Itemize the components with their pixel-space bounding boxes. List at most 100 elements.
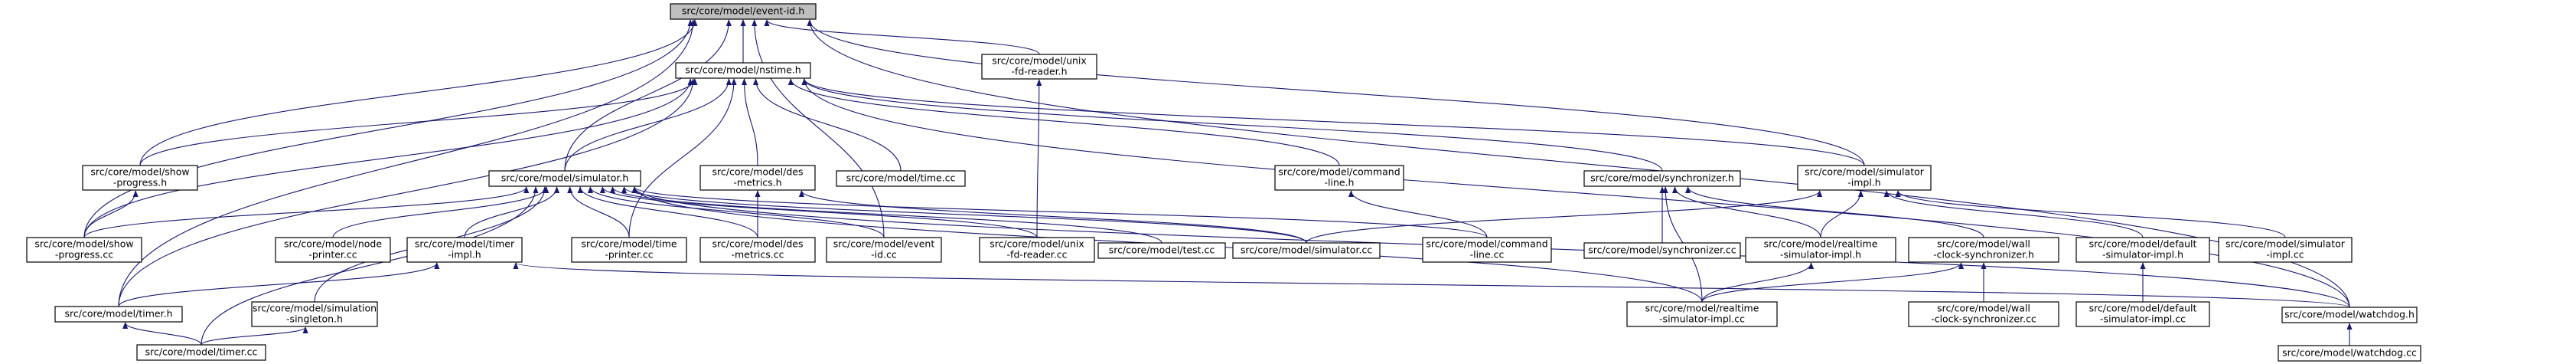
- node-simulator-impl-h[interactable]: src/core/model/simulator-impl.h: [1797, 165, 1932, 191]
- node-label: -fd-reader.cc: [1007, 249, 1068, 261]
- node-box: [136, 344, 266, 361]
- edge-event_id_cc-to-event_id_h: [752, 19, 885, 238]
- edge-simulator_cc-to-des_metrics_h: [798, 190, 1307, 244]
- node-box: [1274, 165, 1404, 191]
- node-realtime-simulator-impl-h[interactable]: src/core/model/realtime-simulator-impl.h: [1745, 237, 1896, 263]
- node-label: src/core/model/command: [1278, 166, 1400, 178]
- node-unix-fd-reader-h[interactable]: src/core/model/unix-fd-reader.h: [981, 54, 1097, 80]
- node-box: [2281, 307, 2418, 323]
- node-label: -printer.cc: [308, 249, 357, 261]
- node-label: src/core/model/command: [1426, 238, 1547, 250]
- node-box: [699, 165, 816, 191]
- edge-timer_impl_h-to-simulator_h: [464, 186, 560, 238]
- node-simulator-cc[interactable]: src/core/model/simulator.cc: [1232, 242, 1381, 259]
- edge-timer_cc-to-simulation_singleton_h: [201, 326, 308, 346]
- node-simulator-h[interactable]: src/core/model/simulator.h: [488, 170, 641, 187]
- edge-command_line_h-to-nstime_h: [787, 78, 1340, 166]
- node-unix-fd-reader-cc[interactable]: src/core/model/unix-fd-reader.cc: [979, 237, 1095, 263]
- node-command-line-h[interactable]: src/core/model/command-line.h: [1274, 165, 1404, 191]
- edge-show_progress_cc-to-nstime_h: [83, 78, 693, 238]
- nodes: src/core/model/event-id.h src/core/model/…: [26, 3, 2421, 362]
- node-wall-clock-synchronizer-h[interactable]: src/core/model/wall-clock-synchronizer.h: [1908, 237, 2059, 263]
- edge-simulator_h-to-nstime_h: [564, 78, 732, 172]
- node-simulation-singleton-h[interactable]: src/core/model/simulation-singleton.h: [251, 301, 378, 327]
- node-box: [1583, 242, 1741, 259]
- node-box: [1797, 165, 1932, 191]
- node-label: -singleton.h: [286, 313, 343, 325]
- node-synchronizer-cc[interactable]: src/core/model/synchronizer.cc: [1583, 242, 1741, 259]
- node-label: -impl.h: [1847, 177, 1880, 189]
- edge-des_metrics_h-to-nstime_h: [741, 78, 758, 166]
- node-event-id-h[interactable]: src/core/model/event-id.h: [670, 3, 817, 20]
- node-des-metrics-cc[interactable]: src/core/model/des-metrics.cc: [699, 237, 816, 263]
- node-box: [54, 306, 183, 323]
- node-label: src/core/model/nstime.h: [685, 64, 801, 76]
- node-label: -impl.cc: [2266, 249, 2304, 261]
- edge-timer_h-to-nstime_h: [118, 78, 696, 307]
- edge-show_progress_cc-to-event_id_h: [83, 19, 693, 238]
- edge-simulator_cc-to-simulator_impl_h: [1306, 190, 1823, 244]
- node-test-cc[interactable]: src/core/model/test.cc: [1097, 242, 1226, 259]
- node-realtime-simulator-impl-cc[interactable]: src/core/model/realtime-simulator-impl.c…: [1626, 301, 1778, 327]
- edge-show_progress_cc-to-simulator_h: [83, 186, 530, 238]
- node-simulator-impl-cc[interactable]: src/core/model/simulator-impl.cc: [2218, 237, 2353, 263]
- node-label: src/core/model/event: [833, 238, 935, 250]
- node-box: [1626, 301, 1778, 327]
- edge-default_simulator_impl_h-to-simulator_impl_h: [1883, 190, 2144, 238]
- node-label: src/core/model/default: [2089, 238, 2197, 250]
- edge-realtime_simulator_impl_h-to-simulator_impl_h: [1820, 190, 1864, 238]
- node-command-line-cc[interactable]: src/core/model/command-line.cc: [1422, 237, 1552, 263]
- node-default-simulator-impl-h[interactable]: src/core/model/default-simulator-impl.h: [2075, 237, 2210, 263]
- node-label: -line.h: [1325, 177, 1355, 189]
- node-time-printer-cc[interactable]: src/core/model/time-printer.cc: [571, 237, 687, 263]
- node-event-id-cc[interactable]: src/core/model/event-id.cc: [826, 237, 942, 263]
- node-wall-clock-synchronizer-cc[interactable]: src/core/model/wall-clock-synchronizer.c…: [1908, 301, 2059, 327]
- node-box: [2218, 237, 2353, 263]
- node-label: src/core/model/event-id.h: [682, 5, 804, 17]
- node-nstime-h[interactable]: src/core/model/nstime.h: [675, 62, 811, 79]
- node-label: -progress.h: [113, 177, 167, 189]
- node-label: -progress.cc: [55, 249, 113, 261]
- node-box: [406, 237, 523, 263]
- edge-des_metrics_cc-to-simulator_h: [577, 186, 758, 238]
- node-label: src/core/model/des: [712, 166, 803, 178]
- node-label: src/core/model/timer.h: [64, 308, 172, 320]
- node-default-simulator-impl-cc[interactable]: src/core/model/default-simulator-impl.cc: [2075, 301, 2210, 327]
- node-time-cc[interactable]: src/core/model/time.cc: [836, 170, 966, 187]
- node-label: src/core/model/unix: [992, 55, 1087, 67]
- edge-event_id_cc-to-simulator_h: [587, 186, 885, 238]
- node-box: [251, 301, 378, 327]
- node-label: src/core/model/watchdog.h: [2284, 309, 2415, 320]
- node-timer-cc[interactable]: src/core/model/timer.cc: [136, 344, 266, 361]
- node-node-printer-cc[interactable]: src/core/model/node-printer.cc: [275, 237, 391, 263]
- edge-simulator_impl_cc-to-simulator_impl_h: [1895, 190, 2286, 238]
- node-box: [26, 237, 142, 263]
- node-label: src/core/model/timer: [415, 238, 515, 250]
- node-box: [2278, 345, 2421, 362]
- node-box: [1422, 237, 1552, 263]
- edge-simulator_h-to-event_id_h: [564, 19, 732, 172]
- node-box: [488, 170, 641, 187]
- node-label: -simulator-impl.cc: [1659, 313, 1745, 325]
- node-synchronizer-h[interactable]: src/core/model/synchronizer.h: [1583, 170, 1741, 187]
- node-label: src/core/model/watchdog.cc: [2282, 347, 2417, 359]
- edge-node_printer_cc-to-simulator_h: [332, 186, 549, 238]
- node-des-metrics-h[interactable]: src/core/model/des-metrics.h: [699, 165, 816, 191]
- edge-time_cc-to-nstime_h: [752, 78, 902, 172]
- edge-show_progress_cc-to-show_progress_h: [83, 190, 139, 238]
- node-watchdog-h[interactable]: src/core/model/watchdog.h: [2281, 307, 2418, 323]
- edge-realtime_simulator_impl_cc-to-wall_clock_synchronizer_h: [1701, 262, 1965, 303]
- edge-timer_h-to-timer_impl_h: [118, 262, 440, 307]
- node-watchdog-cc[interactable]: src/core/model/watchdog.cc: [2278, 345, 2421, 362]
- edge-show_progress_h-to-event_id_h: [139, 19, 698, 166]
- node-timer-h[interactable]: src/core/model/timer.h: [54, 306, 183, 323]
- node-box: [82, 165, 198, 191]
- edge-unix_fd_reader_cc-to-unix_fd_reader_h: [1036, 79, 1042, 238]
- node-show-progress-cc[interactable]: src/core/model/show-progress.cc: [26, 237, 142, 263]
- node-show-progress-h[interactable]: src/core/model/show-progress.h: [82, 165, 198, 191]
- node-label: src/core/model/unix: [990, 238, 1084, 250]
- node-label: -clock-synchronizer.h: [1933, 249, 2034, 261]
- node-label: src/core/model/wall: [1937, 303, 2030, 314]
- node-label: -impl.h: [448, 249, 481, 261]
- node-timer-impl-h[interactable]: src/core/model/timer-impl.h: [406, 237, 523, 263]
